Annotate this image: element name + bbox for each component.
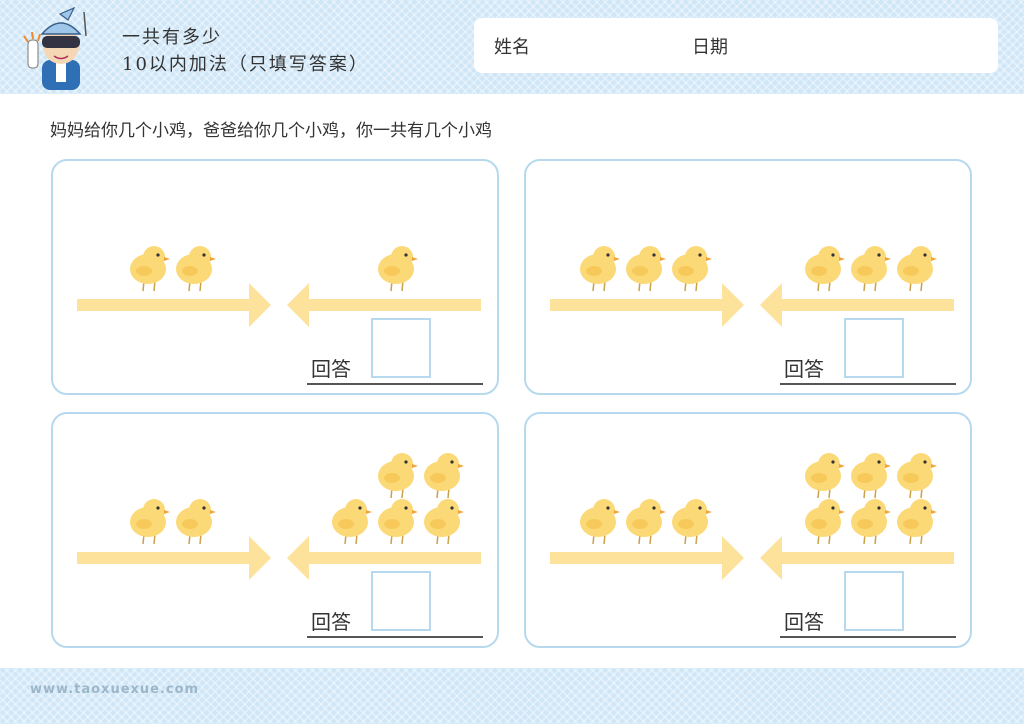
answer-underline	[780, 636, 956, 638]
worksheet-subtitle: 10以内加法（只填写答案）	[122, 54, 369, 75]
chick-icon	[580, 246, 620, 292]
chick-icon	[424, 453, 464, 499]
chick-icon	[130, 246, 170, 292]
problem-panel: 回答	[51, 412, 499, 648]
chick-icon	[851, 453, 891, 499]
chick-icon	[626, 246, 666, 292]
arrow-right-icon	[77, 283, 271, 327]
chick-icon	[672, 246, 712, 292]
chick-icon	[897, 499, 937, 545]
mascot-icon	[23, 6, 87, 90]
answer-underline	[307, 383, 483, 385]
worksheet-title: 一共有多少	[122, 27, 222, 48]
chick-icon	[580, 499, 620, 545]
problem-panel: 回答	[51, 159, 499, 395]
arrow-right-icon	[550, 536, 744, 580]
answer-underline	[780, 383, 956, 385]
date-label: 日期	[692, 37, 728, 58]
answer-underline	[307, 636, 483, 638]
problem-panel: 回答	[524, 159, 972, 395]
chick-icon	[626, 499, 666, 545]
chick-icon	[424, 499, 464, 545]
chick-icon	[176, 499, 216, 545]
problem-scene	[77, 453, 481, 580]
chick-icon	[897, 246, 937, 292]
problem-scene	[550, 453, 954, 580]
chick-icon	[672, 499, 712, 545]
chick-icon	[378, 453, 418, 499]
chick-icon	[897, 453, 937, 499]
arrow-right-icon	[77, 536, 271, 580]
answer-label: 回答	[311, 610, 351, 634]
chick-icon	[805, 453, 845, 499]
problem-scene	[77, 246, 481, 327]
answer-box[interactable]	[844, 571, 904, 631]
answer-label: 回答	[784, 610, 824, 634]
arrow-right-icon	[550, 283, 744, 327]
chick-icon	[851, 499, 891, 545]
arrow-left-icon	[287, 536, 481, 580]
name-date-box: 姓名 日期	[474, 18, 998, 73]
arrow-left-icon	[760, 536, 954, 580]
chick-icon	[378, 499, 418, 545]
problem-scene	[550, 246, 954, 327]
chick-icon	[805, 246, 845, 292]
chick-icon	[805, 499, 845, 545]
chick-icon	[176, 246, 216, 292]
chick-icon	[851, 246, 891, 292]
arrow-left-icon	[760, 283, 954, 327]
chick-icon	[378, 246, 418, 292]
name-label: 姓名	[494, 37, 530, 58]
answer-box[interactable]	[844, 318, 904, 378]
arrow-left-icon	[287, 283, 481, 327]
problem-panel: 回答	[524, 412, 972, 648]
answer-label: 回答	[311, 357, 351, 381]
chick-icon	[332, 499, 372, 545]
answer-box[interactable]	[371, 571, 431, 631]
footer-band	[0, 668, 1024, 724]
chick-icon	[130, 499, 170, 545]
answer-label: 回答	[784, 357, 824, 381]
instruction-text: 妈妈给你几个小鸡，爸爸给你几个小鸡，你一共有几个小鸡	[50, 121, 492, 141]
website-link[interactable]: www.taoxuexue.com	[30, 682, 200, 697]
answer-box[interactable]	[371, 318, 431, 378]
